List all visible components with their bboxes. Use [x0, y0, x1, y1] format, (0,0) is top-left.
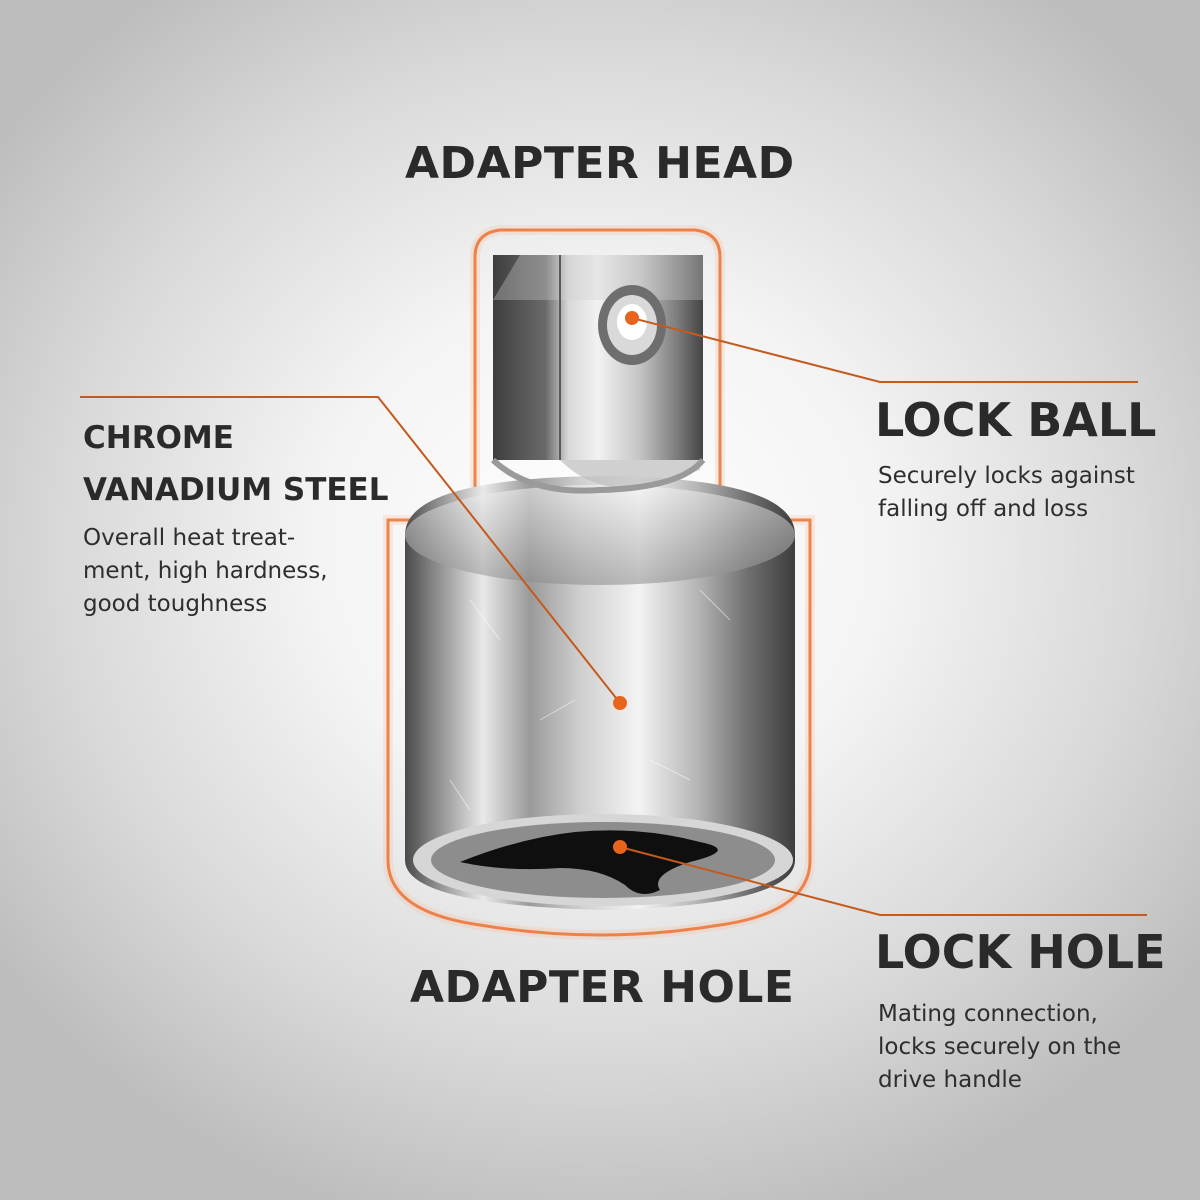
material-desc: Overall heat treat- ment, high hardness,…: [83, 522, 328, 621]
lock-hole-desc-line-1: Mating connection,: [878, 1001, 1098, 1027]
lock-ball-title: LOCK BALL: [875, 393, 1157, 447]
lock-ball-desc: Securely locks against falling off and l…: [878, 460, 1135, 526]
material-desc-line-3: good toughness: [83, 591, 268, 617]
material-callout-dot: [613, 696, 627, 710]
adapter-body: [405, 476, 795, 910]
material-desc-line-2: ment, high hardness,: [83, 558, 328, 584]
lock-hole-desc-line-3: drive handle: [878, 1067, 1022, 1093]
lock-ball-callout-line: [631, 317, 1138, 383]
material-title: CHROME VANADIUM STEEL: [83, 412, 388, 516]
square-drive-hole: [460, 830, 718, 894]
adapter-hole-title: ADAPTER HOLE: [410, 962, 795, 1013]
lock-hole-desc: Mating connection, locks securely on the…: [878, 998, 1121, 1097]
lock-hole-desc-line-2: locks securely on the: [878, 1034, 1122, 1060]
highlight-outline: [386, 228, 812, 937]
adapter-head-shank: [490, 255, 706, 494]
material-callout-line: [80, 396, 621, 704]
material-title-line-2: VANADIUM STEEL: [83, 472, 389, 508]
material-desc-line-1: Overall heat treat-: [83, 525, 296, 551]
material-title-line-1: CHROME: [83, 420, 234, 456]
adapter-head-title: ADAPTER HEAD: [405, 138, 795, 189]
callout-lines: [80, 317, 1147, 916]
lock-ball-callout-dot: [625, 311, 639, 325]
lock-ball-desc-line-2: falling off and loss: [878, 496, 1089, 522]
lock-hole-callout-line: [619, 846, 1147, 916]
lock-hole-callout-dot: [613, 840, 627, 854]
lock-hole-title: LOCK HOLE: [875, 925, 1166, 979]
lock-ball-desc-line-1: Securely locks against: [878, 463, 1135, 489]
